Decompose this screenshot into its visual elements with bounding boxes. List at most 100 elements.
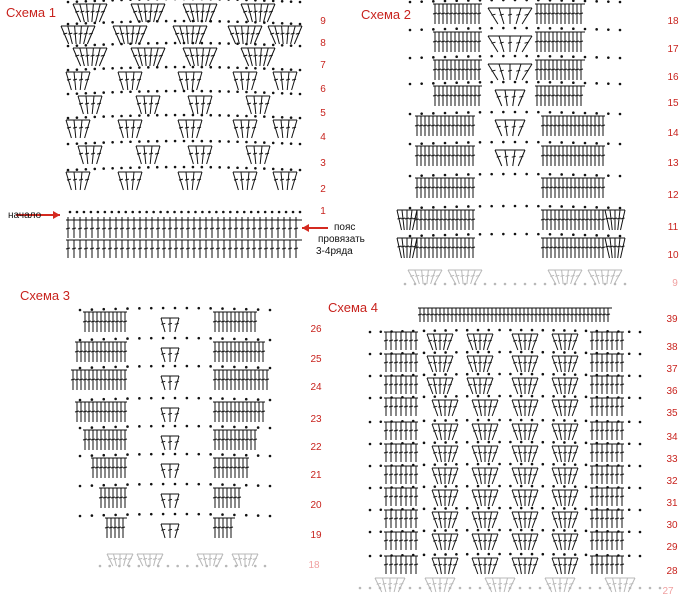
chain-row [408,110,622,116]
stitch-fan [187,145,213,165]
stitch-block [589,555,625,574]
stitch-block [383,531,419,550]
stitch-fan [511,445,539,463]
chain-row [368,552,642,558]
chain-row [368,440,642,446]
stitch-fan [267,25,303,45]
chain-row [78,364,272,370]
stitch-fan [177,71,203,91]
stitch-fan [160,317,180,333]
chain-row [66,165,302,172]
stitch-fan [471,489,499,507]
stitch-fan [466,355,494,373]
stitch-fan [232,171,258,191]
stitch-fan [511,511,539,529]
stitch-fan [160,375,180,391]
stitch-block [534,59,585,80]
stitch-fan [130,47,166,67]
stitch-fan [227,25,263,45]
stitch-fan [551,355,579,373]
stitch-fan [551,399,579,417]
row-label-15: 15 [667,98,679,109]
stitch-fan [160,407,180,423]
stitch-block [383,509,419,528]
stitch-block [540,237,606,258]
belt-note-line-2: провязать [318,234,365,245]
stitch-fan [72,47,108,67]
belt-note-line-1: пояс [334,222,356,233]
stitch-block [589,509,625,528]
stitch-fan [272,71,298,91]
chain-row [408,0,622,4]
stitch-block [589,531,625,550]
belt-row [65,219,302,238]
stitch-block [212,517,235,538]
row-label-19: 19 [310,530,322,541]
faded-stitch-fan [196,553,224,567]
row-label-34: 34 [666,432,678,443]
belt-note-line-3: 3-4ряда [316,246,353,257]
chain-row [408,26,622,32]
stitch-fan [135,145,161,165]
stitch-fan [471,423,499,441]
row-label-9: 9 [320,16,326,27]
stitch-fan [426,355,454,373]
chain-row [368,484,642,490]
chain-row [368,372,642,378]
belt-arrow [302,224,328,232]
stitch-fan [426,333,454,351]
chain-row [78,482,272,488]
stitch-block [534,31,585,52]
stitch-fan [604,237,626,259]
stitch-block [212,311,258,332]
row-label-faded-27: 27 [662,586,674,597]
stitch-block [540,177,606,198]
stitch-fan [72,3,108,23]
stitch-block [414,237,476,258]
stitch-fan [487,35,533,53]
stitch-fan [60,25,96,45]
row-label-16: 16 [667,72,679,83]
stitch-block [534,85,585,106]
row-label-10: 10 [667,250,679,261]
stitch-block [383,375,419,394]
scheme-1-title: Схема 1 [6,5,56,20]
stitch-fan [494,149,526,167]
stitch-block [74,401,128,422]
stitch-fan [117,119,143,139]
stitch-fan [471,511,499,529]
stitch-fan [187,95,213,115]
stitch-fan [471,445,499,463]
stitch-block [383,487,419,506]
faded-chain-row [358,586,662,590]
row-label-37: 37 [666,364,678,375]
stitch-fan [511,355,539,373]
row-label-35: 35 [666,408,678,419]
stitch-fan [396,209,418,231]
stitch-fan [177,171,203,191]
stitch-fan [466,333,494,351]
stitch-fan [240,3,276,23]
row-label-31: 31 [666,498,678,509]
chain-row [66,0,302,4]
row-label-36: 36 [666,386,678,397]
row-label-2: 2 [320,184,326,195]
chain-row [368,506,642,512]
stitch-fan [511,557,539,575]
stitch-block [383,421,419,440]
chain-row [368,528,642,534]
stitch-fan [160,435,180,451]
stitch-fan [431,533,459,551]
stitch-fan [487,7,533,25]
faded-stitch-fan [484,577,516,593]
stitch-fan [182,3,218,23]
row-label-faded-18: 18 [308,560,320,571]
stitch-fan [232,71,258,91]
stitch-fan [431,399,459,417]
stitch-block [212,369,270,390]
stitch-fan [466,377,494,395]
row-label-38: 38 [666,342,678,353]
stitch-block [82,429,128,450]
